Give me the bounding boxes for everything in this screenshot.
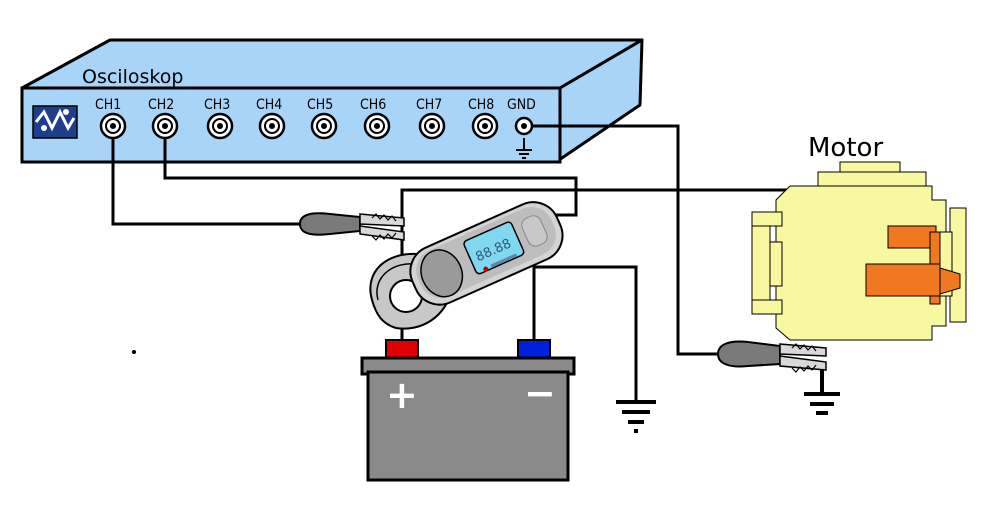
battery: + − bbox=[360, 339, 576, 482]
channel-label-ch1: CH1 bbox=[95, 97, 121, 113]
motor: Motor bbox=[751, 133, 967, 341]
bnc-connector-ch1 bbox=[99, 112, 127, 140]
bnc-connector-ch8 bbox=[471, 112, 499, 140]
oscilloscope-title: Osciloskop bbox=[82, 66, 183, 88]
oscilloscope-logo-icon bbox=[32, 105, 78, 139]
channel-label-ch8: CH8 bbox=[468, 97, 494, 113]
motor-label: Motor bbox=[808, 133, 883, 163]
wire-ch2 bbox=[163, 138, 578, 217]
motor-terminal-block bbox=[887, 225, 937, 249]
channel-label-gnd: GND bbox=[507, 97, 536, 113]
bnc-connector-ch4 bbox=[258, 112, 286, 140]
stray-dot bbox=[132, 350, 136, 354]
bnc-connector-ch3 bbox=[206, 112, 234, 140]
bnc-connector-ch7 bbox=[418, 112, 446, 140]
wire-battery-negative bbox=[532, 265, 638, 400]
channel-label-ch2: CH2 bbox=[148, 97, 174, 113]
gnd-terminal bbox=[514, 116, 534, 136]
wire-gnd bbox=[532, 124, 722, 356]
probe-clip-ch1 bbox=[298, 212, 405, 241]
motor-ground-icon bbox=[804, 362, 840, 415]
clamp-logo-icon bbox=[483, 266, 489, 272]
channel-label-ch4: CH4 bbox=[256, 97, 282, 113]
battery-ground-icon bbox=[616, 400, 656, 433]
motor-shaft-block bbox=[865, 263, 941, 297]
bnc-connector-ch2 bbox=[151, 112, 179, 140]
current-clamp: 88.88 bbox=[369, 201, 564, 330]
battery-body bbox=[366, 370, 570, 482]
channel-label-ch7: CH7 bbox=[416, 97, 442, 113]
bnc-connector-ch5 bbox=[310, 112, 338, 140]
battery-positive-sign: + bbox=[386, 373, 418, 417]
channel-label-ch5: CH5 bbox=[307, 97, 333, 113]
probe-clip-ground bbox=[716, 340, 827, 373]
oscilloscope: Osciloskop CH1 CH2 CH3 CH4 CH5 CH6 CH7 C… bbox=[20, 38, 644, 164]
channel-label-ch6: CH6 bbox=[360, 97, 386, 113]
bnc-connector-ch6 bbox=[363, 112, 391, 140]
motor-body bbox=[775, 185, 947, 341]
wire-ch1 bbox=[111, 138, 305, 226]
clamp-display bbox=[463, 221, 525, 275]
channel-label-ch3: CH3 bbox=[204, 97, 230, 113]
oscilloscope-ground-icon bbox=[516, 138, 532, 159]
battery-negative-sign: − bbox=[524, 371, 556, 415]
